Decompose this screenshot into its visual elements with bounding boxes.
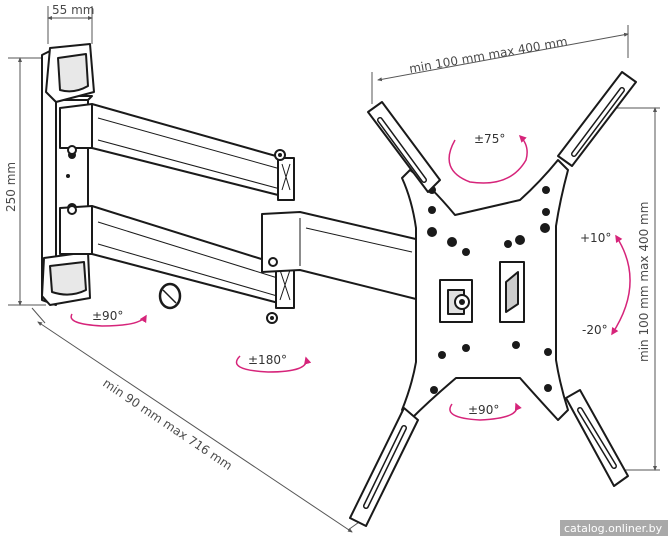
tilt-up-label: +10° [580,231,611,245]
vesa-vertical-label: min 100 mm max 400 mm [637,202,651,362]
watermark-text: catalog.onliner.by [564,522,663,535]
arm-width-label: 55 mm [52,3,94,17]
watermark-background [560,520,668,536]
rotation-arrows [70,134,631,421]
height-label: 250 mm [4,162,18,212]
wall-swivel-label: ±90° [92,309,123,323]
wall-bracket [41,43,95,306]
rotation-label: ±75° [474,132,505,146]
tilt-down-label: -20° [582,323,608,337]
vesa-horizontal-label: min 100 mm max 400 mm [408,34,568,76]
arm-swivel-label: ±180° [248,353,287,367]
extension-label: min 90 mm max 716 mm [100,376,234,473]
arm-assembly [59,103,421,324]
vesa-arms [349,71,637,527]
tv-mounting-plate [401,159,569,421]
plate-swivel-label: ±90° [468,403,499,417]
